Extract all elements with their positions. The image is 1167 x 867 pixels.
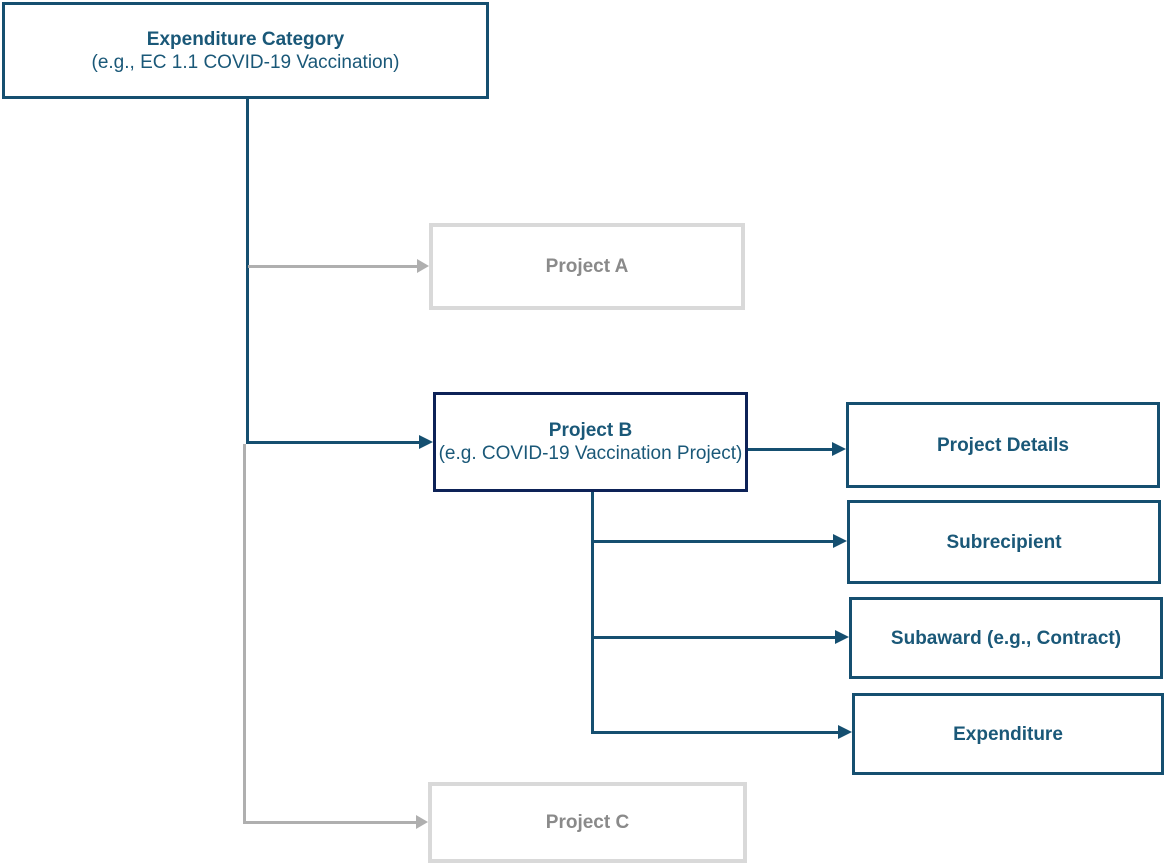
node-subaward: Subaward (e.g., Contract) [849, 597, 1163, 679]
arrowhead-subrecipient [833, 534, 847, 548]
expenditure-category-subtitle: (e.g., EC 1.1 COVID-19 Vaccination) [91, 51, 400, 73]
node-subrecipient: Subrecipient [847, 500, 1161, 584]
project-details-title: Project Details [937, 434, 1069, 456]
connector-trunk-primary [246, 99, 249, 444]
expenditure-category-title: Expenditure Category [146, 28, 345, 50]
node-project-c: Project C [428, 782, 747, 863]
arrowhead-project-details [832, 442, 846, 456]
node-project-b: Project B (e.g. COVID-19 Vaccination Pro… [433, 392, 748, 492]
connector-project-c [243, 821, 416, 824]
node-expenditure: Expenditure [852, 693, 1164, 775]
connector-project-b [246, 441, 419, 444]
arrowhead-project-b [419, 435, 433, 449]
project-b-title: Project B [548, 420, 633, 441]
node-project-details: Project Details [846, 402, 1160, 488]
project-a-title: Project A [545, 256, 629, 277]
arrowhead-subaward [835, 630, 849, 644]
project-b-subtitle: (e.g. COVID-19 Vaccination Project) [438, 443, 743, 464]
connector-project-b-drop [591, 492, 594, 734]
node-project-a: Project A [429, 223, 745, 310]
connector-project-details [748, 448, 832, 451]
subaward-title: Subaward (e.g., Contract) [890, 627, 1122, 649]
subrecipient-title: Subrecipient [946, 531, 1062, 553]
connector-subrecipient [591, 540, 833, 543]
node-expenditure-category: Expenditure Category (e.g., EC 1.1 COVID… [2, 2, 489, 99]
arrowhead-expenditure [838, 725, 852, 739]
connector-trunk-secondary [243, 444, 246, 824]
connector-expenditure [591, 731, 838, 734]
connector-subaward [591, 636, 835, 639]
arrowhead-project-c [416, 815, 428, 829]
connector-project-a [248, 265, 417, 268]
expenditure-title: Expenditure [953, 723, 1063, 745]
arrowhead-project-a [417, 259, 429, 273]
project-c-title: Project C [545, 812, 630, 833]
